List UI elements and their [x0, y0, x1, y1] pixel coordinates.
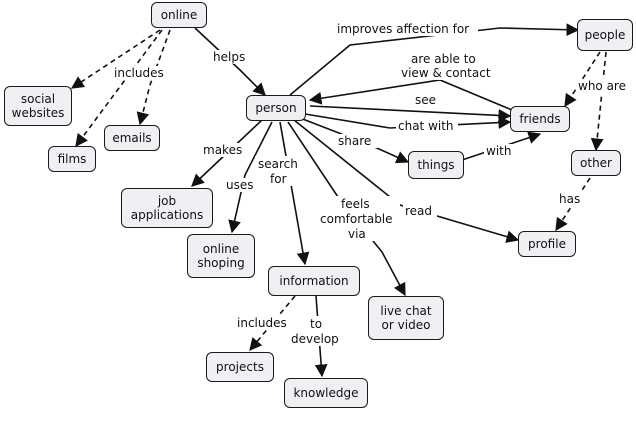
node-projects: projects: [206, 352, 274, 382]
label-feels: feels: [341, 197, 370, 211]
node-things: things: [408, 151, 464, 179]
edge-info-projects: [249, 295, 296, 351]
node-films: films: [48, 146, 96, 172]
label-able-2: view & contact: [401, 66, 491, 80]
node-people: people: [577, 19, 633, 51]
edge-person-shop: [228, 121, 273, 234]
label-develop: develop: [291, 332, 339, 346]
label-includes-online: includes: [114, 66, 164, 80]
node-online: online: [151, 2, 207, 28]
node-knowledge: knowledge: [284, 378, 368, 408]
edge-person-info: [279, 121, 310, 266]
label-search: search: [258, 157, 298, 171]
label-with: with: [486, 144, 511, 158]
edge-people-friends: [564, 51, 601, 108]
edge-online-emails: [136, 29, 171, 126]
edge-online-films: [75, 29, 163, 148]
node-job-applications: job applications: [121, 188, 213, 228]
edge-person-friends-chat: [304, 113, 512, 129]
label-read: read: [405, 204, 432, 218]
label-has: has: [559, 192, 580, 206]
node-emails: emails: [104, 125, 160, 151]
node-information: information: [268, 266, 360, 296]
edge-person-friends-see: [309, 105, 512, 122]
label-improves-affection: improves affection for: [337, 22, 469, 36]
edge-friends-person: [308, 79, 513, 111]
label-able-1: are able to: [411, 52, 476, 66]
node-online-shoping: online shoping: [187, 234, 255, 278]
edge-online-person: [194, 27, 266, 96]
label-helps: helps: [213, 50, 245, 64]
node-person: person: [246, 95, 306, 121]
edge-people-other: [590, 51, 607, 152]
node-live-chat: live chat or video: [368, 296, 444, 340]
node-profile: profile: [518, 231, 576, 257]
label-search-for: for: [270, 172, 287, 186]
label-via: via: [348, 227, 366, 241]
label-includes-info: includes: [237, 316, 287, 330]
label-uses: uses: [226, 178, 254, 192]
node-social-websites: social websites: [4, 86, 72, 126]
label-comfortable: comfortable: [320, 212, 393, 226]
label-makes: makes: [203, 143, 242, 157]
node-friends: friends: [510, 106, 570, 132]
label-to: to: [310, 317, 322, 331]
label-who-are: who are: [578, 79, 626, 93]
edge-person-people: [289, 23, 580, 96]
label-see: see: [415, 93, 436, 107]
label-chat-with: chat with: [398, 119, 454, 133]
label-share: share: [338, 134, 371, 148]
node-other: other: [571, 150, 621, 176]
